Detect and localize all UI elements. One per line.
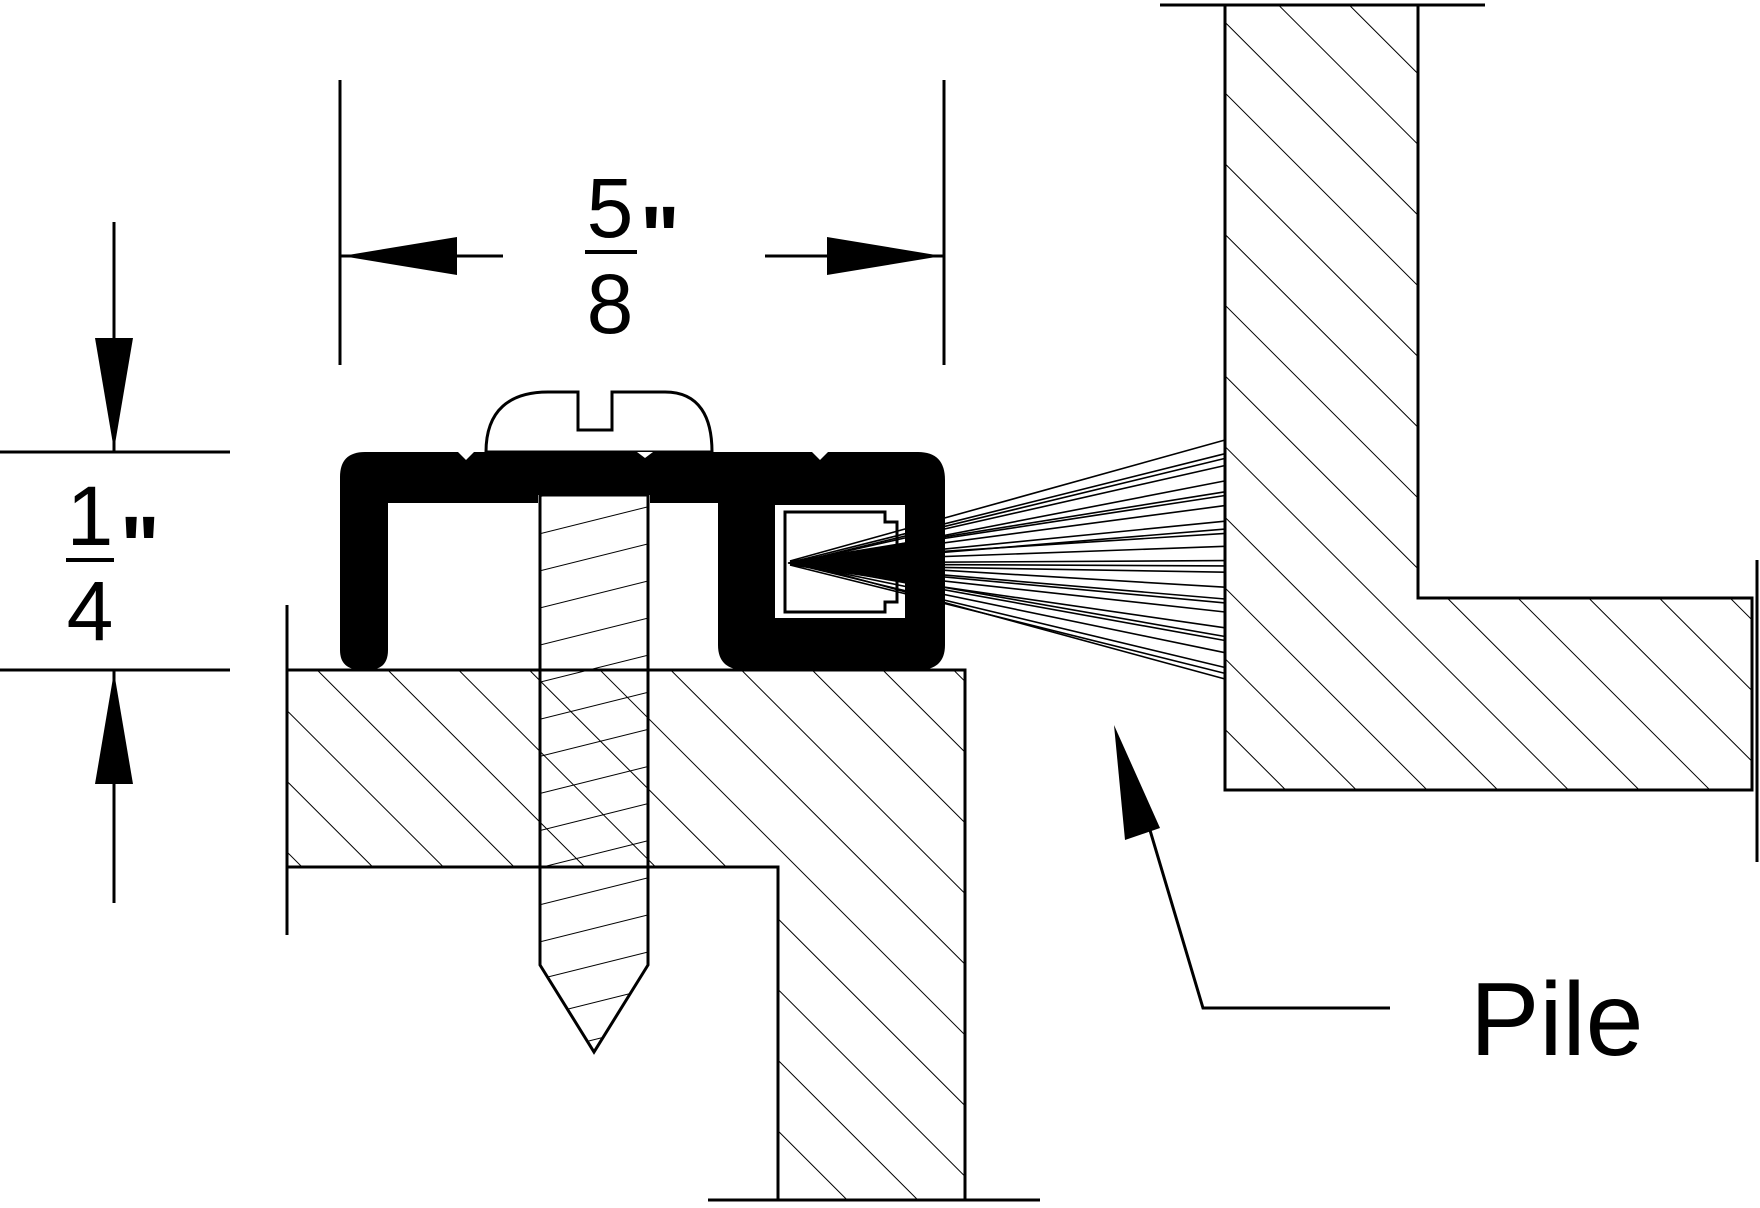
carrier-top-notch bbox=[637, 452, 653, 458]
pile-label: Pile bbox=[1470, 962, 1643, 1078]
height-numerator: 1 bbox=[67, 469, 114, 563]
height-arrow-bottom bbox=[95, 672, 133, 784]
width-arrow-right bbox=[827, 237, 942, 275]
screw-head bbox=[484, 390, 714, 454]
height-denominator: 4 bbox=[67, 564, 114, 658]
door-section bbox=[1160, 3, 1759, 862]
pile-fiber-root bbox=[787, 544, 906, 581]
frame-section bbox=[285, 605, 1040, 1202]
carrier-top-notch bbox=[812, 452, 828, 460]
pile-fiber bbox=[793, 457, 1226, 564]
width-numerator: 5 bbox=[587, 161, 634, 255]
height-dimension: 1 4 " bbox=[0, 222, 230, 903]
door-hatched-body bbox=[1223, 3, 1754, 792]
pile-fiber bbox=[791, 452, 1226, 563]
carrier-profile bbox=[340, 452, 945, 670]
width-unit: " bbox=[640, 189, 680, 283]
pile-fiber bbox=[789, 439, 1226, 562]
height-unit: " bbox=[120, 499, 160, 593]
screw bbox=[484, 390, 714, 1055]
carrier-top-notch bbox=[458, 452, 474, 460]
pile-fiber bbox=[789, 561, 1226, 642]
pile-fiber bbox=[793, 491, 1226, 562]
pile-fiber bbox=[789, 464, 1226, 565]
width-denominator: 8 bbox=[587, 257, 634, 351]
pile-callout: Pile bbox=[1114, 725, 1643, 1078]
width-arrow-left bbox=[342, 237, 457, 275]
pile-fiber bbox=[791, 562, 1226, 654]
pile-leader-arrowhead bbox=[1114, 725, 1160, 840]
pile-fibers bbox=[787, 439, 1226, 680]
width-dimension: 5 8 " bbox=[338, 80, 946, 365]
pile-fiber bbox=[791, 560, 1226, 680]
pile-leader-line bbox=[1136, 789, 1390, 1010]
height-arrow-top bbox=[95, 338, 133, 450]
